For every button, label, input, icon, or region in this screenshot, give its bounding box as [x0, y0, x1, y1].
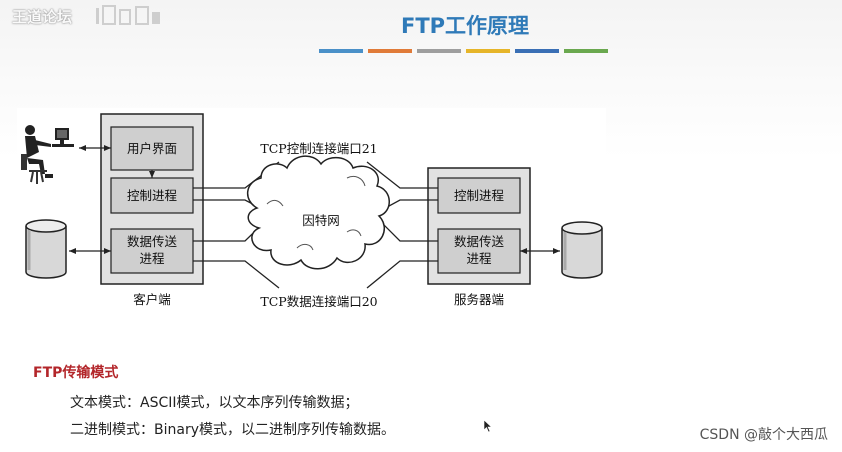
ftp-diagram-svg: 用户界面 控制进程 数据传送 进程 客户端 控制进程 数据传送 进程 服务器端: [21, 113, 603, 309]
control-connection-label: TCP控制连接端口21: [260, 141, 377, 156]
binary-mode-line: 二进制模式：Binary模式，以二进制序列传输数据。: [70, 422, 395, 438]
csdn-watermark: CSDN @敲个大西瓜: [699, 427, 828, 443]
forum-logo: 王道论坛: [12, 8, 73, 26]
client-database-icon: [25, 219, 67, 279]
transfer-modes-title: FTP传输模式: [33, 365, 119, 381]
color-bar-4: [466, 49, 510, 53]
color-bar-1: [319, 49, 363, 53]
ftp-diagram: 用户界面 控制进程 数据传送 进程 客户端 控制进程 数据传送 进程 服务器端: [17, 108, 606, 315]
client-data-label-2: 进程: [139, 251, 165, 266]
text-mode-line: 文本模式：ASCII模式，以文本序列传输数据；: [70, 395, 359, 411]
color-bar-3: [417, 49, 461, 53]
internet-cloud-icon: [247, 155, 390, 270]
color-bar-6: [564, 49, 608, 53]
client-ui-label: 用户界面: [127, 141, 177, 156]
internet-label: 因特网: [302, 213, 340, 228]
color-bar-5: [515, 49, 559, 53]
server-database-icon: [561, 221, 603, 279]
server-data-label-2: 进程: [466, 251, 492, 266]
client-control-box: [110, 177, 194, 214]
server-control-box: [437, 177, 521, 214]
data-connection-label: TCP数据连接端口20: [260, 294, 377, 309]
page-title: FTP工作原理: [400, 14, 530, 38]
client-data-label-1: 数据传送: [127, 234, 178, 249]
server-label: 服务器端: [454, 292, 504, 307]
client-label: 客户端: [133, 292, 171, 307]
server-data-label-1: 数据传送: [454, 234, 505, 249]
server-data-box: [437, 228, 521, 274]
color-bar-2: [368, 49, 412, 53]
user-computer-icon: [21, 125, 74, 184]
logo-decoration-icon: [96, 5, 160, 25]
mouse-cursor-icon: [483, 419, 493, 433]
server-control-label: 控制进程: [454, 188, 505, 203]
client-control-label: 控制进程: [127, 188, 178, 203]
